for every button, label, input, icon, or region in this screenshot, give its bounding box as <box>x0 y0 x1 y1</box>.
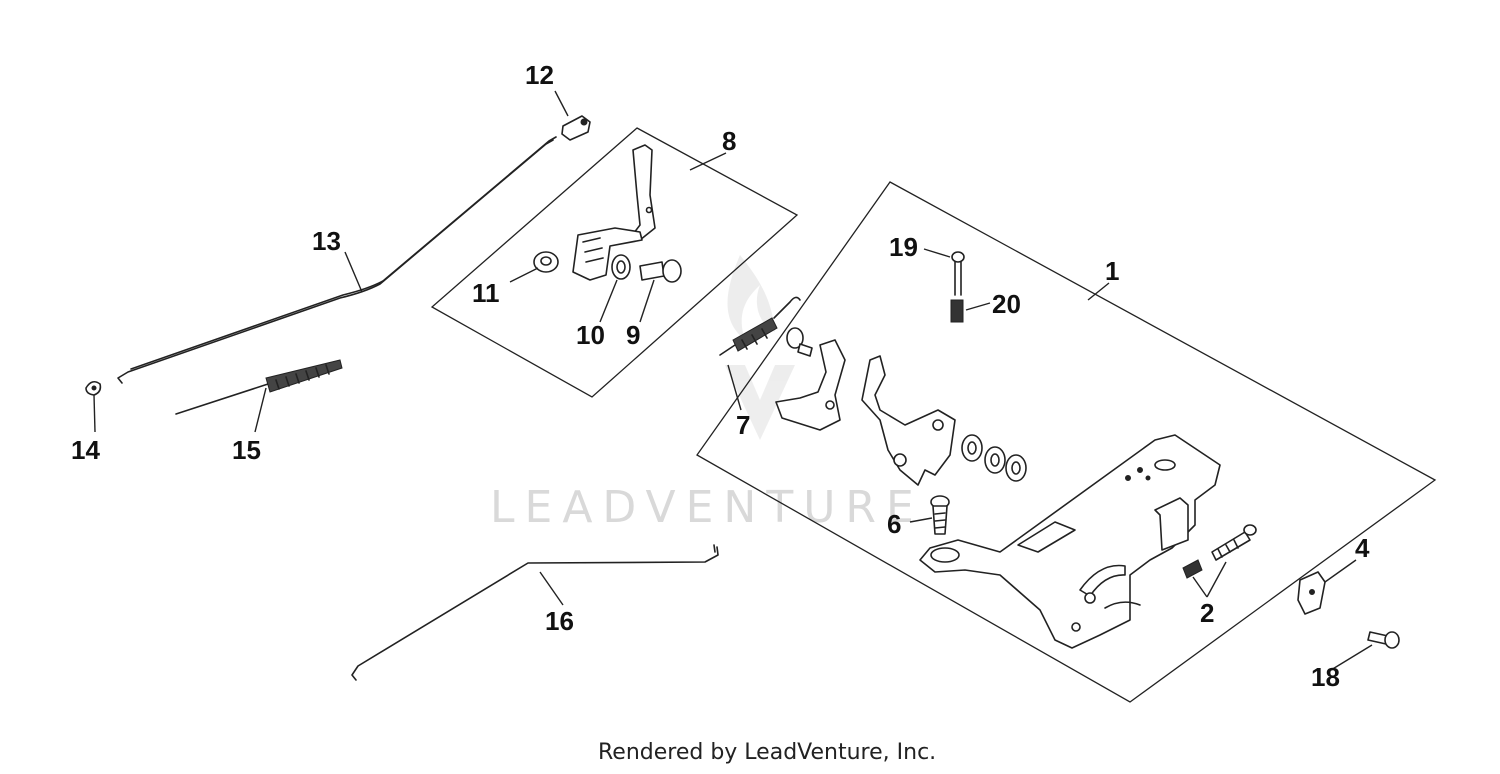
watermark-text: LEADVENTURE <box>490 482 924 533</box>
part-8-lever <box>572 144 656 281</box>
callout-6: 6 <box>887 509 901 539</box>
callout-20: 20 <box>992 289 1021 319</box>
control-lever <box>861 355 956 486</box>
part-19-bolt <box>951 251 965 296</box>
callout-1: 1 <box>1105 256 1119 286</box>
part-12-clip <box>561 115 591 141</box>
callout-14: 14 <box>71 435 100 465</box>
part-6-bolt <box>930 495 950 535</box>
callout-12: 12 <box>525 60 554 90</box>
part-16-rod <box>351 544 719 681</box>
assembly-box-8 <box>430 127 799 398</box>
leader-lines <box>93 90 1373 671</box>
callout-13: 13 <box>312 226 341 256</box>
washer-stack <box>961 434 1027 482</box>
callout-19: 19 <box>889 232 918 262</box>
part-13-rod <box>117 136 557 384</box>
callouts: 12 8 13 11 10 9 14 15 7 19 20 1 6 2 4 18… <box>71 60 1370 692</box>
callout-7: 7 <box>736 410 750 440</box>
callout-4: 4 <box>1355 533 1370 563</box>
callout-10: 10 <box>576 320 605 350</box>
part-2-spring-bolt <box>1182 524 1257 579</box>
part-14-retainer <box>85 380 102 396</box>
callout-16: 16 <box>545 606 574 636</box>
leadventure-watermark: LEADVENTURE <box>490 255 924 533</box>
callout-15: 15 <box>232 435 261 465</box>
part-15-spring <box>175 359 343 415</box>
part-7-spring <box>719 296 801 356</box>
part-10-washer <box>611 254 631 280</box>
part-18-screw <box>1367 631 1400 649</box>
credit-text: Rendered by LeadVenture, Inc. <box>598 740 936 765</box>
part-11-nut <box>533 251 559 273</box>
callout-8: 8 <box>722 126 736 156</box>
callout-2: 2 <box>1200 598 1214 628</box>
callout-9: 9 <box>626 320 640 350</box>
assembly-box-1 <box>696 181 1437 703</box>
part-9-bolt <box>639 259 682 283</box>
callout-11: 11 <box>472 278 500 308</box>
part-1-base-plate <box>919 434 1221 649</box>
pivot-bracket <box>775 327 846 431</box>
callout-18: 18 <box>1311 662 1340 692</box>
part-20-spring <box>950 299 964 323</box>
watermark-logo-icon <box>725 255 795 440</box>
part-4-clip <box>1297 571 1326 615</box>
